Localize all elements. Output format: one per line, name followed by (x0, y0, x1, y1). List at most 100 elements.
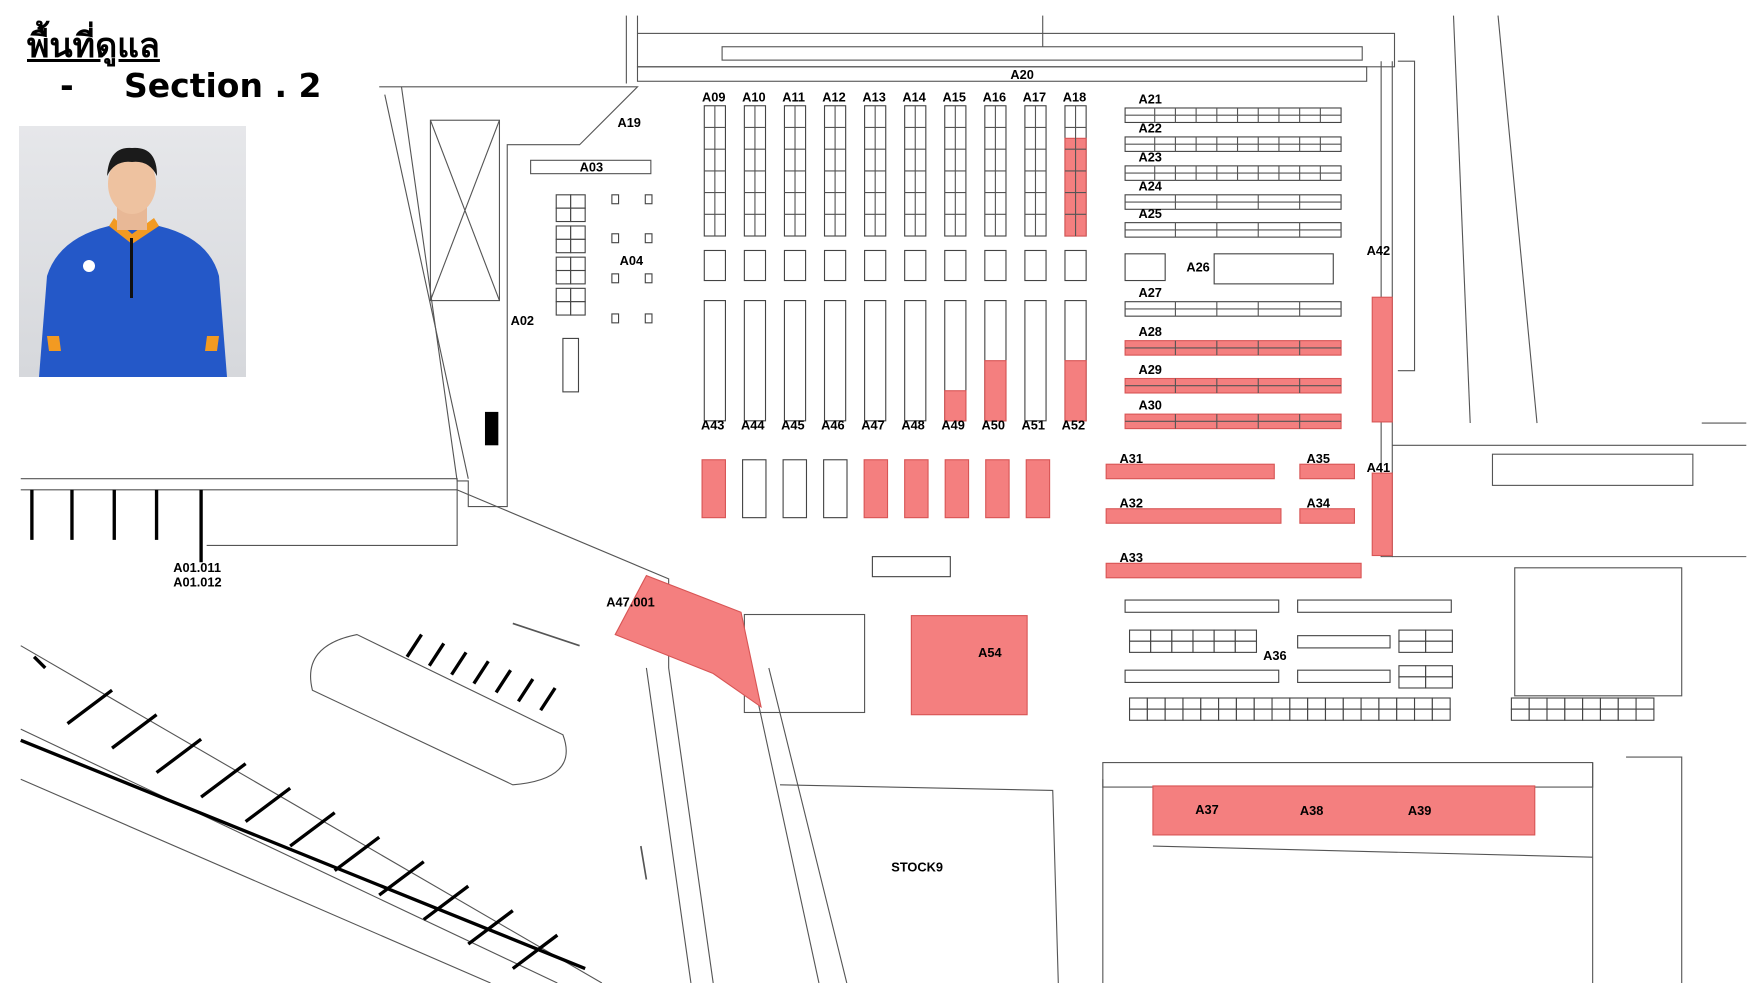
rack-label-a52: A52 (1062, 418, 1085, 433)
zone-label-a01-011: A01.011 (173, 560, 221, 575)
rack-a49 (944, 300, 967, 422)
row-label-a22: A22 (1138, 120, 1161, 135)
row-a22 (1124, 136, 1342, 152)
row-label-a27: A27 (1138, 285, 1161, 300)
row-a29 (1124, 377, 1342, 394)
zone-label-a20: A20 (1010, 67, 1033, 82)
row-a21 (1124, 107, 1342, 124)
row-label-a28: A28 (1138, 324, 1161, 339)
floor-pallet-box (904, 459, 929, 519)
rack-label-a50: A50 (981, 418, 1004, 433)
rack-a50-highlight (984, 360, 1007, 422)
a26-chairs (1124, 253, 1166, 282)
zone-label-a01-012: A01.012 (173, 575, 221, 590)
pallet-slot (864, 249, 887, 282)
pallet-slot (823, 249, 847, 282)
rack-label-a43: A43 (701, 418, 724, 433)
floor-pallet-box (863, 459, 889, 519)
section-heading: -Section . 2 (60, 66, 321, 105)
rack-label-a09: A09 (702, 89, 725, 104)
zone-a47-001-highlight (614, 574, 762, 709)
zone-label-a41: A41 (1367, 460, 1390, 475)
floor-pallet-box (1025, 459, 1051, 519)
page-title: พื้นที่ดูแล (27, 26, 160, 66)
rack-label-a15: A15 (943, 89, 966, 104)
zone-label-a37: A37 (1195, 802, 1218, 817)
row-label-a23: A23 (1138, 149, 1161, 164)
rack-a46 (823, 300, 847, 422)
zone-label-a39: A39 (1408, 803, 1431, 818)
zone-a54-highlight (910, 615, 1028, 716)
rack-a48 (904, 300, 927, 422)
row-a30 (1124, 413, 1342, 430)
floor-pallet-box (742, 459, 767, 519)
pallet-slot (1064, 249, 1087, 282)
rack-label-a51: A51 (1022, 418, 1045, 433)
building-outline (20, 15, 1747, 983)
row-a23 (1124, 165, 1342, 181)
pallet-slot (1024, 249, 1047, 282)
rack-a50 (984, 300, 1007, 422)
rack-label-a13: A13 (862, 89, 885, 104)
zone-label-a03: A03 (580, 159, 603, 174)
rack-a44 (743, 300, 767, 422)
row-label-a33: A33 (1120, 550, 1143, 565)
rack-label-a45: A45 (781, 418, 804, 433)
pallet-slot (703, 249, 726, 282)
rack-label-a49: A49 (941, 418, 964, 433)
rack-a51 (1024, 300, 1047, 422)
row-a33 (1105, 562, 1362, 579)
row-label-a25: A25 (1138, 206, 1161, 221)
row-label-a24: A24 (1138, 178, 1162, 193)
row-label-a32: A32 (1120, 496, 1143, 511)
rack-a52-highlight (1064, 360, 1087, 422)
zone-label-a26: A26 (1186, 260, 1209, 275)
row-a24 (1124, 194, 1342, 210)
rack-label-a18: A18 (1063, 89, 1086, 104)
bullet-dash: - (60, 66, 74, 105)
floor-pallet-box (823, 459, 848, 519)
rack-label-a12: A12 (822, 89, 845, 104)
row-label-a29: A29 (1138, 362, 1161, 377)
row-a27 (1124, 301, 1342, 317)
zone-label-a19: A19 (617, 115, 640, 130)
row-label-a30: A30 (1138, 398, 1161, 413)
rack-label-a48: A48 (901, 418, 924, 433)
rack-label-a14: A14 (902, 89, 926, 104)
rack-a52 (1064, 300, 1087, 422)
rack-a45 (783, 300, 807, 422)
floor-pallet-box (701, 459, 726, 519)
zone-label-a04: A04 (620, 253, 644, 268)
pallet-slot (743, 249, 767, 282)
zone-label-stock9: STOCK9 (891, 860, 943, 875)
rack-label-a44: A44 (741, 418, 765, 433)
row-a32 (1105, 508, 1282, 524)
row-a31 (1105, 463, 1275, 480)
rack-label-a46: A46 (821, 418, 844, 433)
pallet-slot (984, 249, 1007, 282)
rack-a49-highlight (944, 390, 967, 422)
zone-label-a02: A02 (511, 313, 534, 328)
pallet-slot (783, 249, 807, 282)
row-a34 (1299, 508, 1355, 524)
rack-label-a47: A47 (861, 418, 884, 433)
rack-label-a17: A17 (1023, 89, 1046, 104)
a26-table (1213, 253, 1334, 285)
zone-label-a38: A38 (1300, 803, 1323, 818)
zone-label-a42: A42 (1367, 243, 1390, 258)
floor-pallet-box (944, 459, 970, 519)
zone-a41-highlight (1371, 472, 1393, 557)
row-label-a34: A34 (1307, 496, 1331, 511)
row-label-a35: A35 (1307, 451, 1330, 466)
pallet-slot (904, 249, 927, 282)
row-a35 (1299, 463, 1355, 480)
floor-pallet-box (985, 459, 1010, 519)
row-label-a21: A21 (1138, 92, 1161, 107)
pallet-slot (944, 249, 967, 282)
rack-label-a10: A10 (742, 89, 765, 104)
rack-a43 (703, 300, 726, 422)
person-illustration (39, 147, 227, 377)
zone-label-a47-001: A47.001 (606, 595, 654, 610)
zone-label-a36: A36 (1263, 648, 1286, 663)
